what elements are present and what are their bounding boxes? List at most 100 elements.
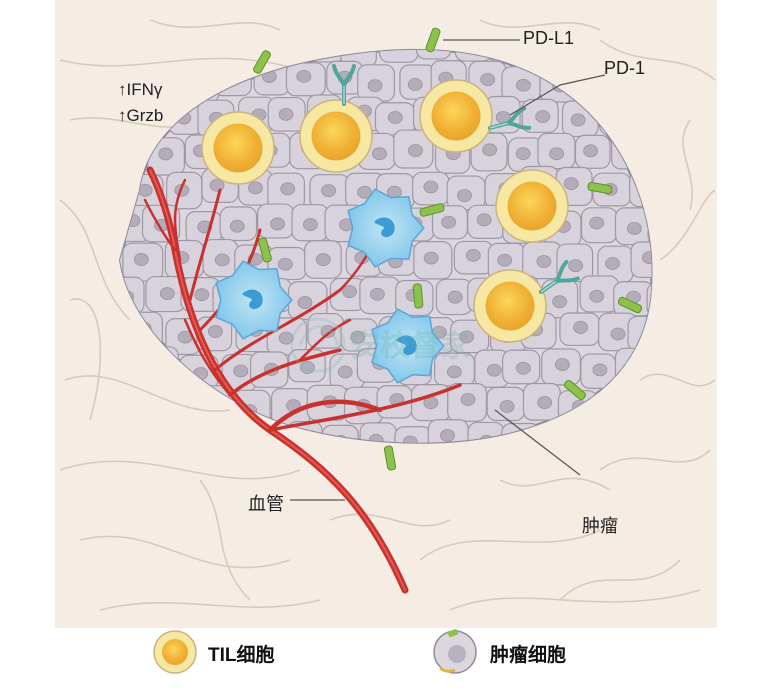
tumor-cell-nucleus	[158, 147, 174, 161]
tumor-cell-nucleus	[573, 321, 588, 334]
tumor-cell-nucleus	[248, 181, 263, 195]
tumor-cell-nucleus	[408, 144, 423, 157]
tumor-cell-nucleus	[446, 365, 462, 379]
legend-tumor-cell-icon	[433, 629, 477, 674]
tumor-cell	[378, 49, 419, 63]
tumor-cell-nucleus	[499, 400, 515, 413]
macrophage-nucleus	[242, 289, 263, 310]
pd-l1-rod	[587, 181, 613, 195]
tumor-cell-nucleus	[133, 253, 149, 266]
tumor-cell-nucleus	[315, 253, 331, 266]
tumor-cell	[321, 424, 359, 443]
tumor-cell-nucleus	[480, 73, 496, 86]
tumor-cell-nucleus	[516, 361, 531, 375]
tumor-cell-nucleus	[605, 257, 620, 270]
pd-1-arm	[505, 121, 532, 130]
tumor-cell-nucleus	[482, 143, 498, 157]
tumor-cell	[646, 282, 652, 318]
pd-l1-rod	[412, 283, 424, 309]
macrophage-nucleus	[396, 335, 417, 356]
tumor-cell-nucleus	[568, 259, 584, 273]
tumor-cell-nucleus	[536, 255, 552, 268]
tumor-cell-nucleus	[337, 365, 353, 379]
tumor-cell-nucleus	[535, 110, 551, 123]
tumor-cell-nucleus	[297, 296, 313, 309]
pd-l1-rod	[563, 379, 587, 401]
macrophage-nucleus	[374, 217, 395, 238]
tumor-cell-nucleus	[552, 295, 568, 309]
tumor-cell-nucleus	[589, 289, 605, 303]
legend-tumor-cell-label: 肿瘤细胞	[490, 645, 567, 666]
tumor-cell-nucleus	[476, 213, 492, 227]
tumor-cell-nucleus	[233, 364, 249, 378]
tumor-cell-nucleus	[555, 358, 570, 371]
tumor-cell-nucleus	[407, 77, 423, 91]
label-grzb: ↑Grzb	[118, 106, 164, 125]
tumor-cell-nucleus	[320, 325, 336, 338]
tumor-cell-nucleus	[583, 144, 598, 158]
pd-l1-rod	[425, 27, 441, 53]
pd-l1-rod	[617, 296, 643, 314]
tumor-cell-nucleus	[278, 107, 294, 121]
pd-1-highlight	[489, 122, 508, 129]
tumor-cell-nucleus	[497, 253, 513, 267]
tumor-cell-nucleus	[423, 251, 439, 265]
tumor-cell-nucleus	[342, 285, 357, 298]
tumor-cell-nucleus	[296, 69, 312, 83]
tumor-cell-nucleus	[440, 429, 455, 442]
tumor-cell-nucleus	[372, 147, 387, 161]
tumor-cell-nucleus	[369, 287, 385, 301]
pd-l1-rod	[419, 203, 445, 217]
pd-l1-rod	[383, 445, 397, 471]
pd-1-receptors	[332, 64, 580, 294]
label-ifng: ↑IFNγ	[118, 80, 163, 99]
tumor-cell-nucleus	[303, 218, 318, 231]
tumor-cell-nucleus	[447, 290, 463, 304]
til-cells	[201, 79, 569, 343]
til-cell-core	[507, 181, 557, 231]
tumor-cell-nucleus	[387, 111, 403, 124]
tumor-cell-nucleus	[357, 185, 372, 199]
til-cell-core	[431, 91, 481, 141]
til-cell-core	[485, 281, 535, 331]
tumor-cell-nucleus	[610, 327, 626, 341]
tumor-cell-nucleus	[515, 147, 531, 161]
macrophages	[215, 188, 445, 384]
til-cell-core	[311, 111, 361, 161]
tumor-cell-nucleus	[367, 79, 383, 93]
tumor-cell-nucleus	[592, 363, 608, 377]
tumor-cell-nucleus	[537, 396, 553, 409]
tumor-cell-nucleus	[549, 147, 565, 161]
pd-1-receptor	[488, 106, 532, 130]
tumor-cell-nucleus	[626, 222, 642, 235]
tumor-cell-nucleus	[570, 113, 586, 127]
tumor-cell-nucleus	[280, 182, 296, 196]
tumor-cell-nucleus	[350, 330, 366, 344]
tumor-cell-nucleus	[159, 287, 175, 300]
til-cell-core	[213, 123, 263, 173]
tumor-cell-nucleus	[194, 288, 210, 302]
tumor-cell-nucleus	[209, 178, 225, 192]
label-tumor: 肿瘤	[582, 516, 618, 536]
tumor-cell-nucleus	[300, 361, 315, 374]
tumor-cell-nucleus	[641, 251, 652, 265]
tumor-cell-nucleus	[277, 257, 293, 271]
blood-vessels	[143, 166, 462, 594]
label-pd-l1: PD-L1	[523, 28, 575, 48]
tumor-cell-nucleus	[516, 78, 531, 92]
tumor-cell-nucleus	[486, 363, 502, 377]
watermark: 安校督家	[290, 317, 470, 373]
tumor-cell-nucleus	[270, 217, 285, 231]
pd-l1-rod	[253, 50, 271, 74]
tumor-cell-nucleus	[402, 435, 418, 443]
pd-1-receptor	[332, 64, 356, 106]
tumor-cell-nucleus	[207, 325, 223, 338]
extracellular-fibers	[59, 19, 716, 611]
pd-1-receptor	[539, 260, 580, 294]
tumor-cell-nucleus	[229, 219, 245, 233]
tumor-cell-nucleus	[278, 331, 294, 345]
tumor-cell-nucleus	[441, 215, 456, 229]
tumor-cell-nucleus	[465, 248, 481, 262]
